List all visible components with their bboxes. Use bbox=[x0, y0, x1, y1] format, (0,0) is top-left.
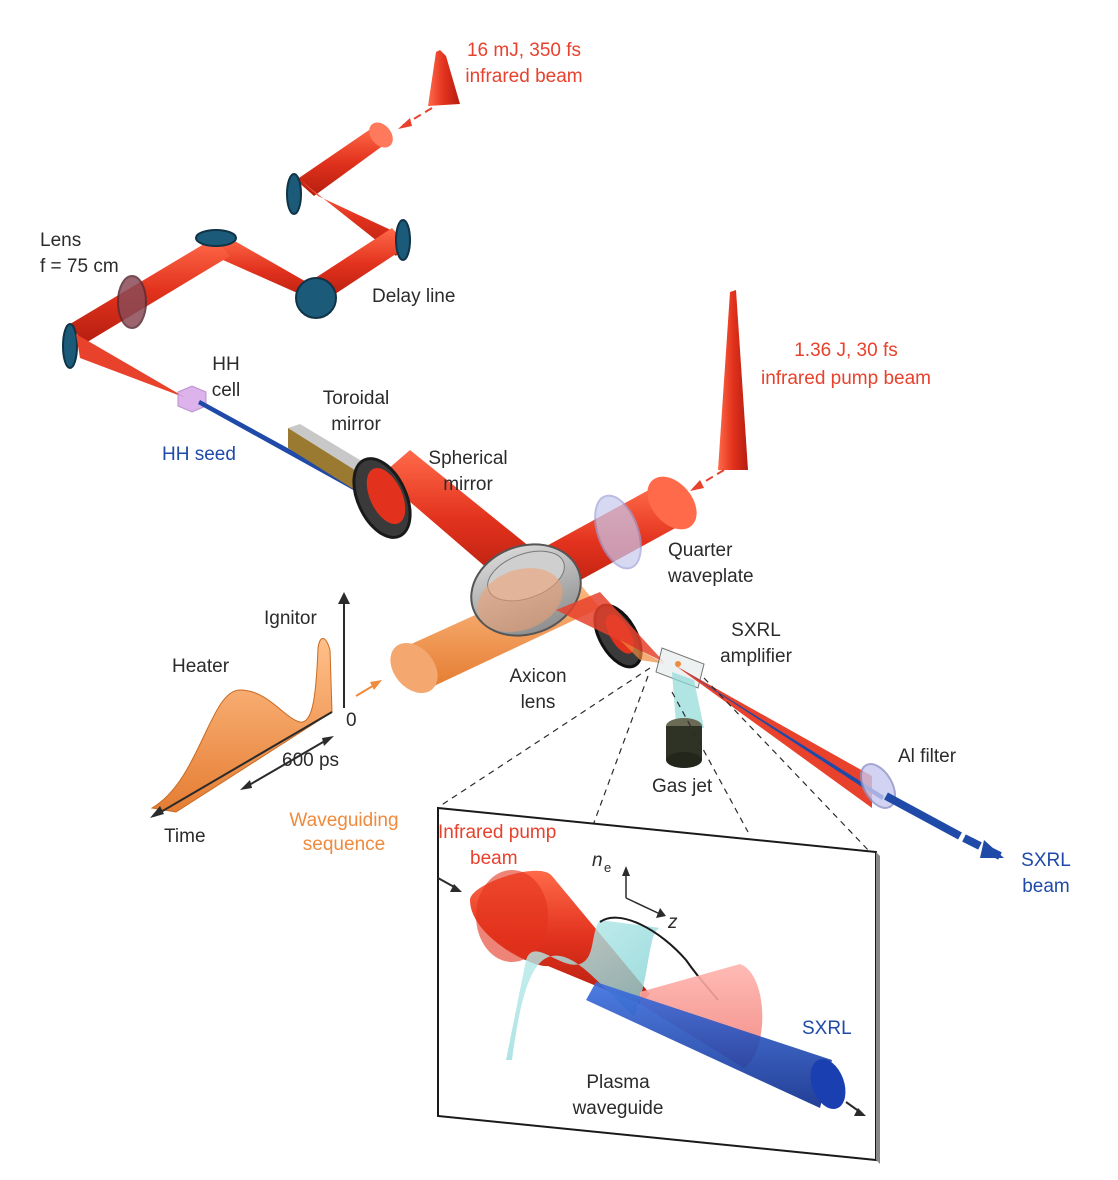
sxrl-amplifier-icon bbox=[655, 647, 705, 728]
spherical-label-1: Spherical bbox=[428, 448, 507, 469]
zero-label: 0 bbox=[346, 710, 357, 731]
output-cone bbox=[676, 666, 884, 808]
text-labels: 16 mJ, 350 fs infrared beam Lens f = 75 … bbox=[40, 40, 1071, 1119]
hh-cell-label-1: HH bbox=[212, 354, 239, 375]
waveguiding-label-2: sequence bbox=[303, 834, 385, 855]
sxrl-beam-label-1: SXRL bbox=[1021, 850, 1071, 871]
plasma-waveguide-label-1: Plasma bbox=[586, 1072, 650, 1093]
plot-time-axis bbox=[153, 711, 333, 817]
quarter-waveplate-icon bbox=[594, 494, 642, 570]
hh-focus-cone bbox=[76, 334, 186, 398]
inset-sxrl-label: SXRL bbox=[802, 1018, 852, 1039]
ir-pulse-shape bbox=[428, 50, 460, 106]
hh-seed-beam bbox=[198, 400, 368, 496]
spherical-mirror-icon bbox=[352, 457, 412, 539]
inset-in-arrow bbox=[437, 877, 462, 892]
waveguiding-plot bbox=[150, 592, 350, 818]
sxrl-output-beam bbox=[884, 792, 1004, 860]
delay-line-beam bbox=[70, 122, 408, 344]
quarter-label-2: waveplate bbox=[667, 566, 754, 587]
ir-input-arrow bbox=[398, 107, 433, 129]
pump-label-2: infrared pump beam bbox=[761, 368, 931, 389]
ignitor-label: Ignitor bbox=[264, 608, 317, 629]
toroidal-label-1: Toroidal bbox=[323, 388, 390, 409]
pump-input-arrow bbox=[690, 469, 725, 491]
waveguide-arrow bbox=[355, 680, 382, 697]
lens-label-2: f = 75 cm bbox=[40, 256, 119, 277]
heater-label: Heater bbox=[172, 656, 230, 677]
mirror-1-icon bbox=[286, 173, 302, 215]
inset-pump-label-1: Infrared pump bbox=[438, 822, 556, 843]
focus-cone-main bbox=[556, 592, 666, 664]
sxrl-amplifier-label-2: amplifier bbox=[720, 646, 792, 667]
plasma-waveguide-label-2: waveguide bbox=[572, 1098, 664, 1119]
ir-beam-label-1: 16 mJ, 350 fs bbox=[467, 40, 581, 61]
axicon-label-2: lens bbox=[521, 692, 556, 713]
mirror-3-icon bbox=[295, 277, 337, 319]
delay-mirrors bbox=[62, 173, 411, 369]
ne-subscript: e bbox=[604, 860, 611, 875]
ir-beam-label-2: infrared beam bbox=[465, 66, 582, 87]
time-label: Time bbox=[164, 826, 206, 847]
ps600-label: 600 ps bbox=[282, 750, 339, 771]
mirror-2-icon bbox=[395, 219, 411, 261]
gas-jet-icon bbox=[666, 718, 702, 768]
axicon-label-1: Axicon bbox=[509, 666, 566, 687]
waveguiding-label-1: Waveguiding bbox=[289, 810, 398, 831]
hh-seed-label: HH seed bbox=[162, 444, 236, 465]
inset-out-arrow bbox=[845, 1101, 866, 1116]
gas-jet-label: Gas jet bbox=[652, 776, 713, 797]
sxrl-amplifier-label-1: SXRL bbox=[731, 620, 781, 641]
mirror-4-icon bbox=[195, 229, 237, 247]
sxrl-beam-label-2: beam bbox=[1022, 876, 1070, 897]
inset-ne-axes bbox=[622, 866, 666, 918]
quarter-label-1: Quarter bbox=[668, 540, 733, 561]
hh-cell-label-2: cell bbox=[212, 380, 241, 401]
pump-pulse-shape bbox=[718, 290, 748, 470]
al-filter-label: Al filter bbox=[898, 746, 957, 767]
span-arrow bbox=[243, 737, 331, 789]
delay-line-label: Delay line bbox=[372, 286, 455, 307]
heater-ignitor-curve bbox=[150, 638, 333, 813]
lens-label-1: Lens bbox=[40, 230, 81, 251]
z-label: z bbox=[667, 912, 678, 933]
spherical-label-2: mirror bbox=[443, 474, 493, 495]
center-mirror-icon bbox=[470, 543, 582, 637]
inset-sxrl-beam bbox=[586, 982, 846, 1110]
inset-pump-label-2: beam bbox=[470, 848, 518, 869]
mirror-5-icon bbox=[62, 323, 78, 369]
zoom-lines bbox=[439, 667, 871, 853]
pump-label-1: 1.36 J, 30 fs bbox=[794, 340, 898, 361]
hh-cell-icon bbox=[177, 385, 207, 413]
ne-label: n bbox=[592, 850, 603, 871]
lens-icon bbox=[117, 275, 147, 329]
toroidal-label-2: mirror bbox=[331, 414, 381, 435]
